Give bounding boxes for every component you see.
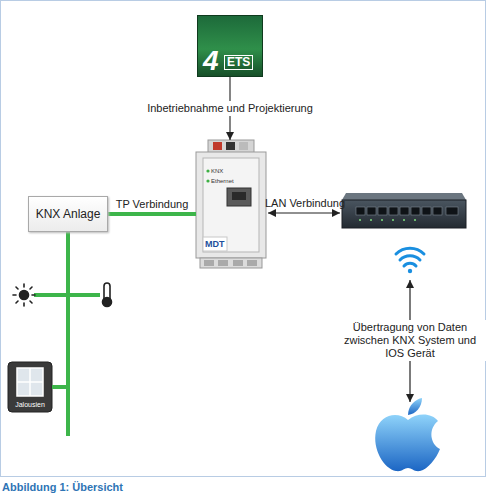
ip-interface: KNX EthernetMDT <box>196 140 266 268</box>
frame <box>1 1 486 477</box>
logo-text: ETS <box>224 55 253 70</box>
edge-label: Inbetriebnahme und Projektierung <box>133 101 327 116</box>
ip-interface-device <box>196 140 266 268</box>
ets-logo: 4 ETS <box>197 15 263 77</box>
edge-label: TP Verbindung <box>107 198 197 211</box>
tp-bus-line <box>108 212 196 216</box>
figure-caption: Abbildung 1: Übersicht <box>2 481 123 494</box>
blinds-icon <box>8 362 52 412</box>
blinds-box: Jalousien <box>8 362 52 412</box>
network-switch <box>342 193 466 228</box>
thermometer-symbol <box>103 283 112 307</box>
box-label: KNX Anlage <box>36 207 101 221</box>
brand-label: MDT <box>205 239 225 249</box>
lan-arrow <box>268 212 340 213</box>
wifi-symbol <box>396 248 424 273</box>
connection-label: LAN Verbindung <box>260 197 350 210</box>
led-label: Ethernet <box>211 178 234 185</box>
icon-label: Jalousien <box>8 401 52 409</box>
light-symbol <box>13 284 35 306</box>
transfer-label: Übertragung von Daten zwischen KNX Syste… <box>333 320 487 361</box>
bus-line <box>52 232 68 387</box>
led-label: KNX <box>211 168 223 175</box>
system-box: KNX Anlage <box>28 196 108 232</box>
logo-number: 4 <box>203 47 219 75</box>
apple-logo <box>375 398 440 471</box>
